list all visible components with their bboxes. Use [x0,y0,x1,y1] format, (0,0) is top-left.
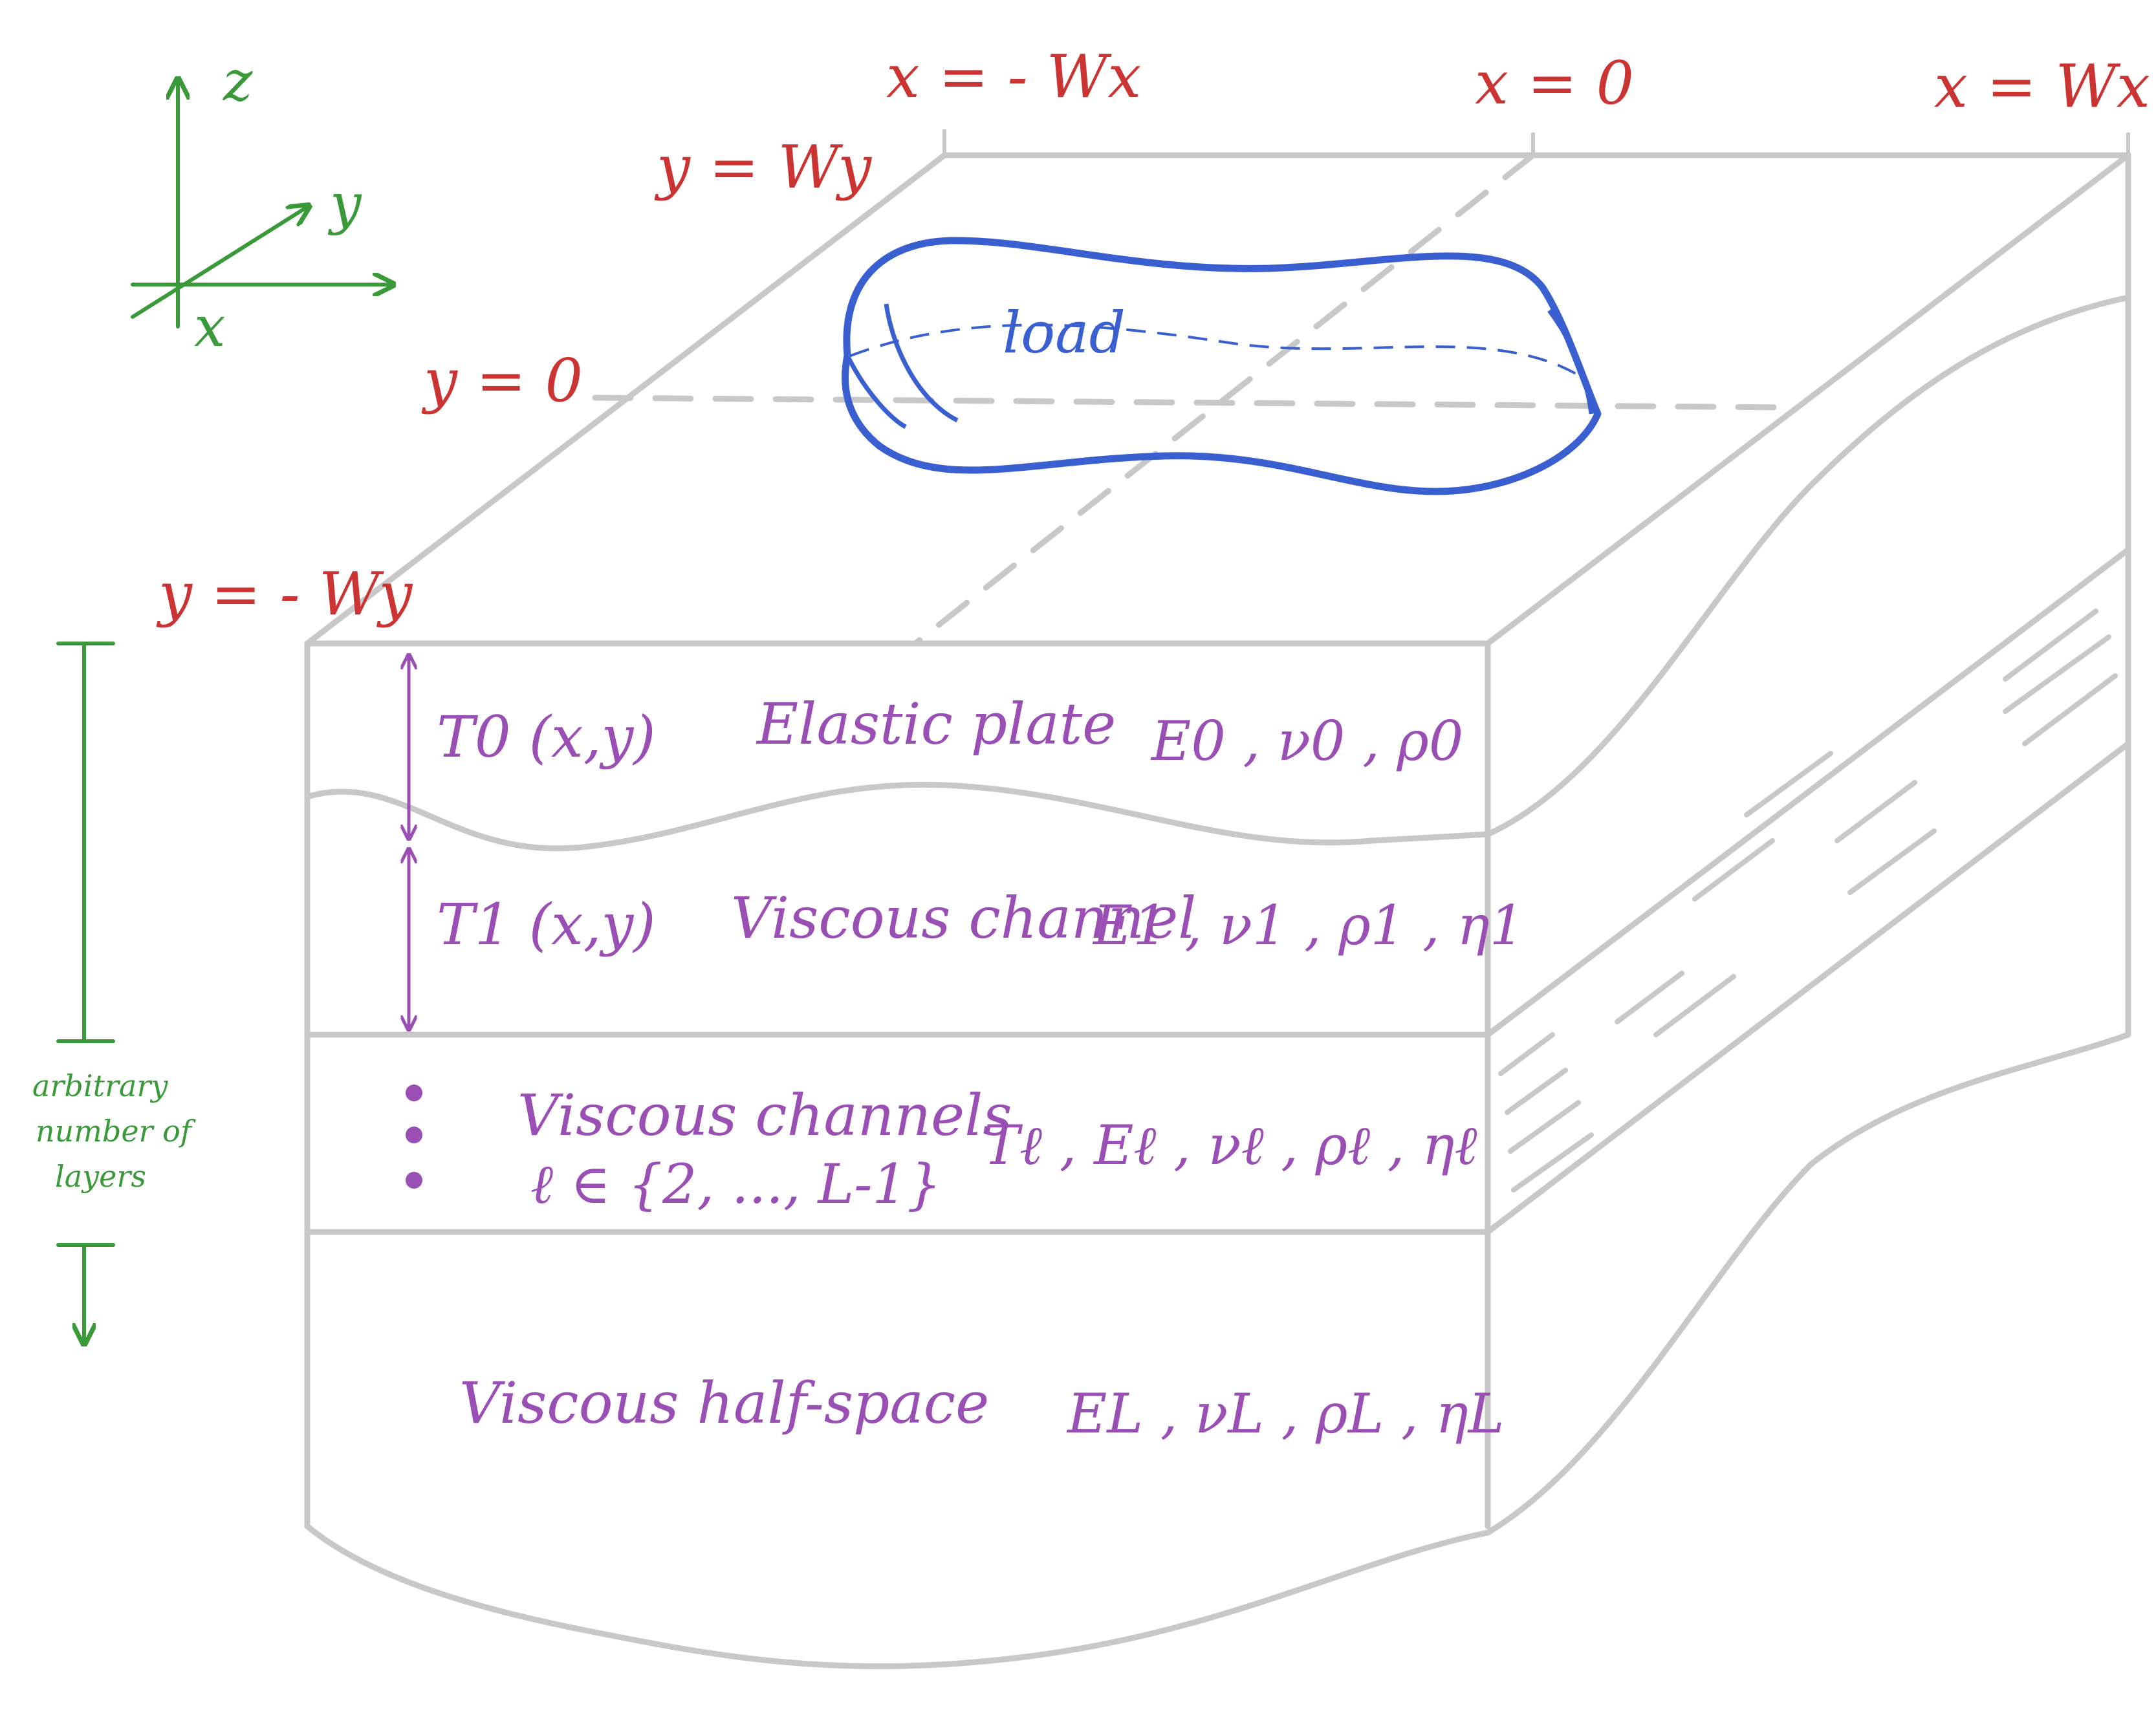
y-neg-label: y = - Wy [156,559,413,629]
y-zero-dashed-line [592,394,1795,411]
z-axis-label: z [223,49,253,114]
layer-ellipsis-dots [406,1085,422,1189]
x-zero-label: x = 0 [1475,49,1634,118]
side-note-line-3: layers [55,1159,146,1194]
layer-half-space-name: Viscous half-space [459,1370,989,1436]
axes-triad [131,81,391,329]
y-pos-label: y = Wy [654,133,872,202]
layer-half-space-params: EL , νL , ρL , ηL [1066,1382,1505,1445]
right-face-hatching [1498,609,2118,1193]
top-face-right-edge [1485,152,2131,647]
layer-0-params: E0 , ν0 , ρ0 [1150,709,1463,773]
right-interface-2 [1485,740,2131,1235]
y-zero-label: y = 0 [421,346,583,415]
layer-1-name: Viscous channel [731,885,1196,951]
bottom-wavy [304,1523,1491,1670]
y-axis [131,207,307,319]
layer-1-thickness: T1 (x,y) [437,891,656,958]
right-face-top-wavy [1485,294,2131,837]
load-dashed-midline [850,323,1579,376]
layers-bracket [56,642,115,1342]
x-pos-label: x = Wx [1934,52,2150,121]
top-ticks [942,129,2130,155]
layer-0-name: Elastic plate [756,691,1116,757]
x-zero-dashed-line [912,152,1536,647]
load-label: load [1003,299,1126,366]
layer-l-name: Viscous channels [517,1082,1012,1149]
right-face-bottom-wavy [1485,1031,2131,1536]
side-note-line-2: number of [36,1114,196,1149]
x-neg-label: x = - Wx [886,42,1141,111]
y-axis-label: y [327,172,362,237]
load-shape [842,237,1602,495]
layer-1-params: E1 , ν1 , ρ1 , η1 [1092,894,1524,957]
layer-0-thickness: T0 (x,y) [437,704,656,770]
side-note-line-1: arbitrary [32,1068,168,1103]
load-outline [842,237,1602,495]
x-axis-label: x [194,295,226,360]
right-interface-1 [1485,546,2131,1038]
box-outline [304,152,2131,1670]
dashed-reference-lines [592,152,1795,647]
layer-l-params: Tℓ , Eℓ , νℓ , ρℓ , ηℓ [983,1114,1477,1177]
load-inner-curve [845,303,1594,429]
layer-l-index: ℓ ∈ {2, ..., L-1} [530,1152,941,1216]
interface-0-1-wavy [304,781,1491,852]
